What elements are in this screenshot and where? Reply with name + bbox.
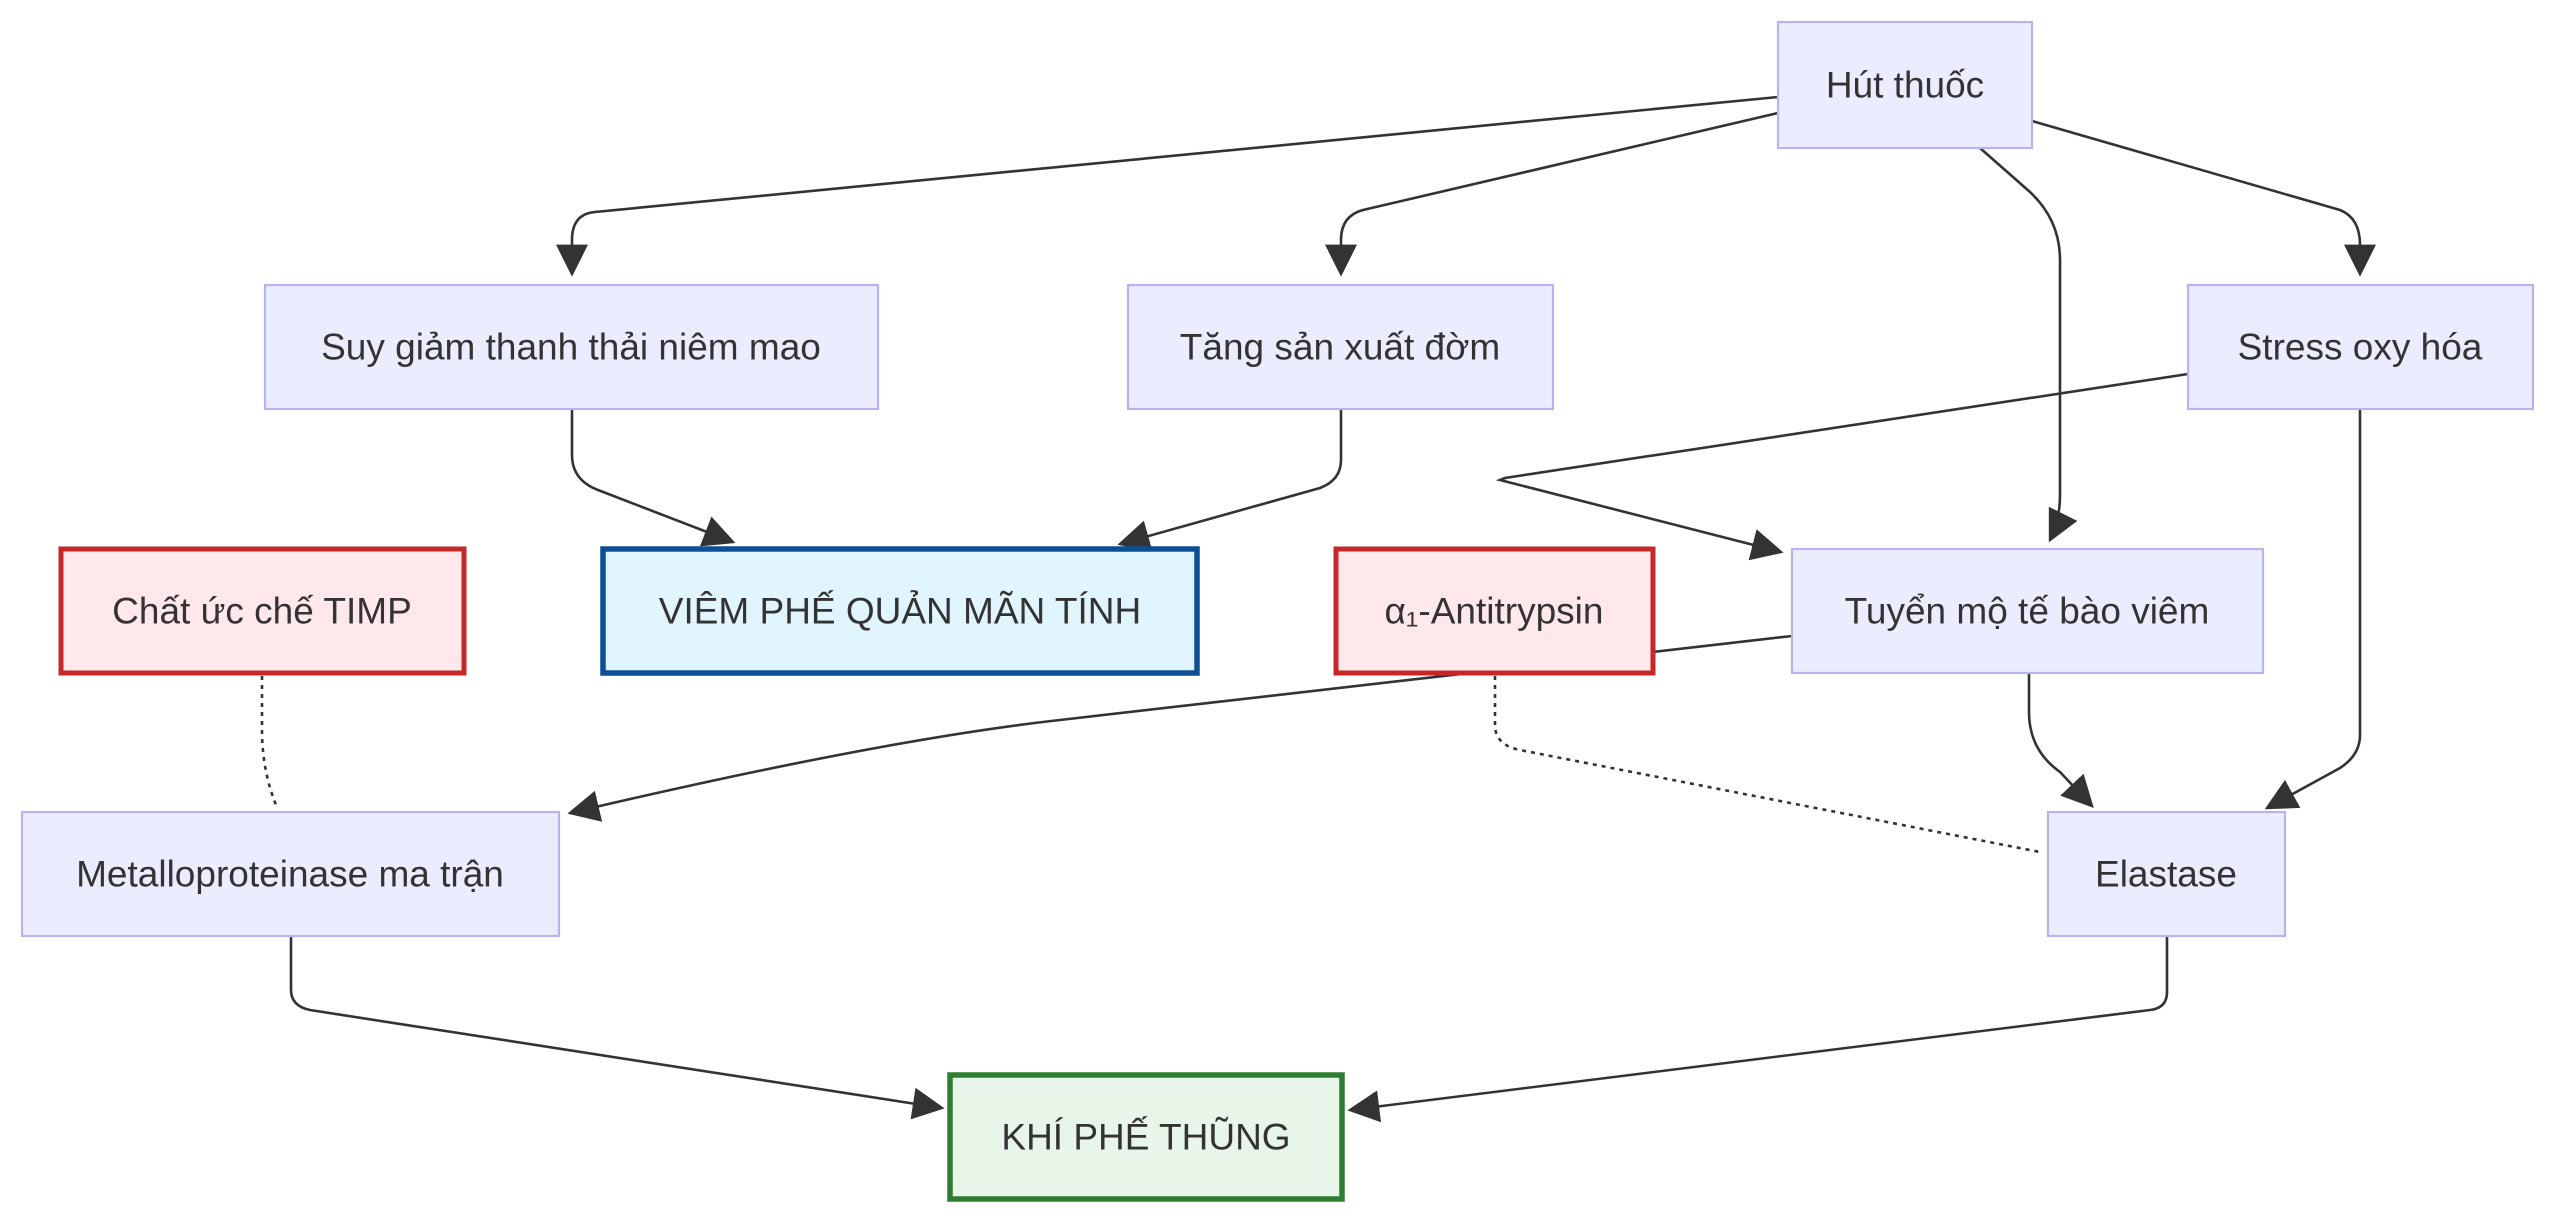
edges	[260, 95, 2376, 1123]
node-emphysema: KHÍ PHẾ THŨNG	[947, 1072, 1345, 1202]
node-label: Stress oxy hóa	[2238, 327, 2483, 368]
node-label: Suy giảm thanh thải niêm mao	[321, 327, 821, 368]
node-chronic-bronchitis: VIÊM PHẾ QUẢN MÃN TÍNH	[600, 546, 1200, 676]
node-label: Tuyển mộ tế bào viêm	[1845, 591, 2210, 632]
node-oxidative-stress: Stress oxy hóa	[2186, 283, 2535, 411]
node-label: α₁-Antitrypsin	[1385, 591, 1604, 632]
edge-smoking-to-mucociliary	[556, 95, 1779, 277]
node-smoking: Hút thuốc	[1776, 20, 2034, 150]
node-label: Elastase	[2095, 854, 2237, 895]
node-sputum-production: Tăng sản xuất đờm	[1126, 283, 1555, 411]
node-label: Chất ức chế TIMP	[112, 591, 412, 632]
edge-sputum-to-bronchitis	[1117, 410, 1343, 552]
node-elastase: Elastase	[2046, 810, 2287, 938]
edge-smoking-to-recruitment	[1979, 147, 2078, 543]
edge-recruitment-to-mmp	[567, 634, 1793, 822]
edge-timp-inhibits-mmp	[260, 676, 278, 806]
edge-mmp-to-emphysema	[289, 937, 945, 1120]
edge-oxidative-to-elastase	[2264, 410, 2362, 810]
node-label: Tăng sản xuất đờm	[1180, 327, 1500, 368]
node-label: VIÊM PHẾ QUẢN MÃN TÍNH	[659, 591, 1141, 632]
node-inflammatory-cell-recruitment: Tuyển mộ tế bào viêm	[1790, 547, 2265, 675]
node-alpha1-antitrypsin: α₁-Antitrypsin	[1333, 546, 1656, 676]
edge-smoking-to-sputum	[1325, 111, 1779, 277]
edge-oxidative-to-recruitment	[1495, 372, 2189, 561]
node-mucociliary-clearance: Suy giảm thanh thải niêm mao	[263, 283, 880, 411]
edge-mucociliary-to-bronchitis	[570, 410, 736, 547]
edge-recruitment-to-elastase	[2027, 672, 2094, 808]
edge-smoking-to-oxidative	[2031, 119, 2376, 277]
edge-elastase-to-emphysema	[1347, 937, 2169, 1123]
node-label: Metalloproteinase ma trận	[76, 854, 504, 895]
node-label: Hút thuốc	[1826, 65, 1984, 106]
node-matrix-metalloproteinase: Metalloproteinase ma trận	[20, 810, 561, 938]
node-timp-inhibitor: Chất ức chế TIMP	[58, 546, 467, 676]
node-label: KHÍ PHẾ THŨNG	[1001, 1117, 1290, 1158]
edge-antitrypsin-inhibits-elastase	[1493, 676, 2041, 854]
